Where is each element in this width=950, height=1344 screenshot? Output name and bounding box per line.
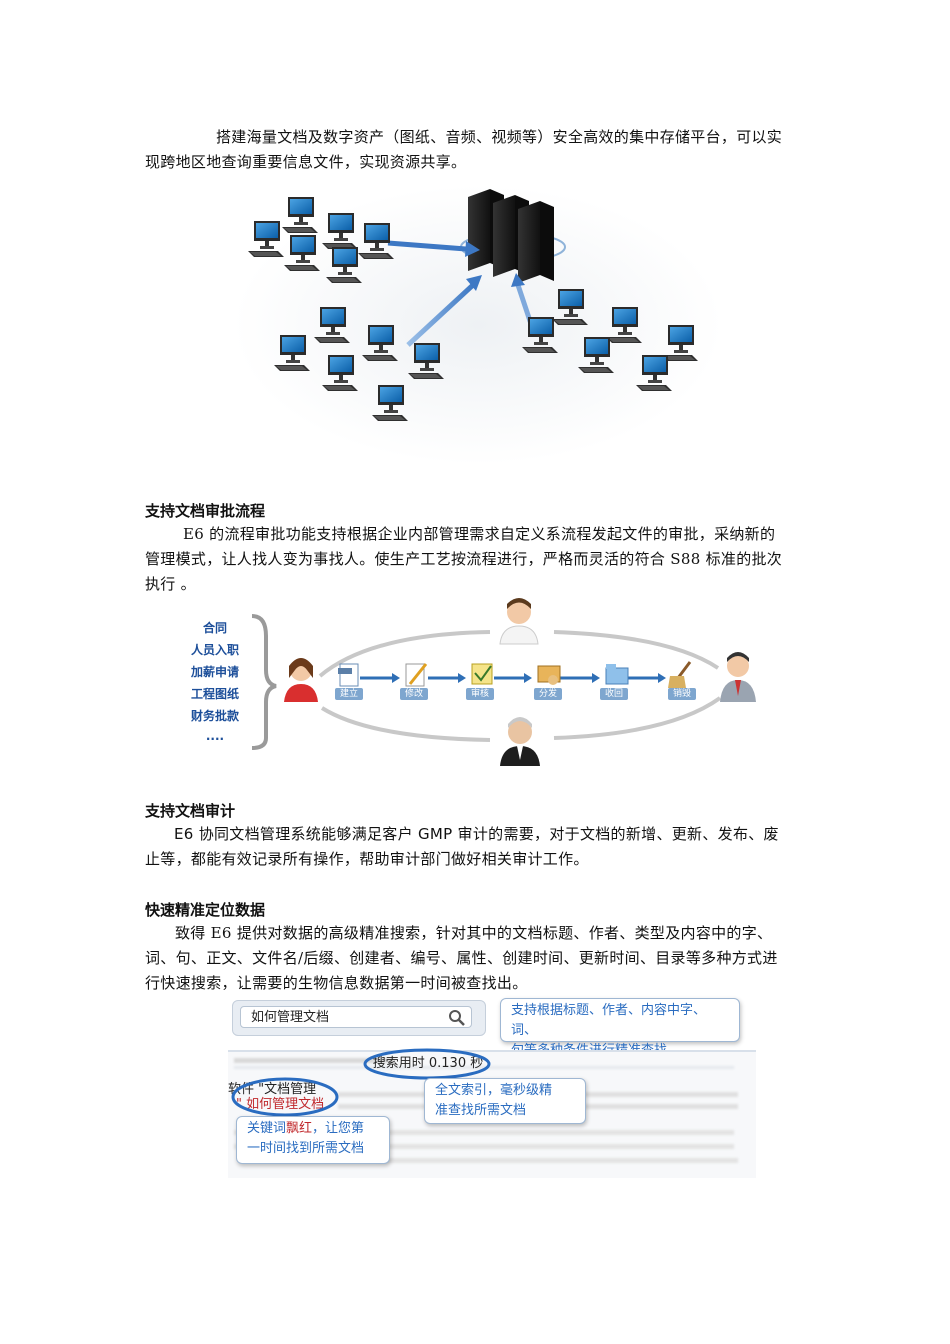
step-label-destroy: 销毁	[668, 688, 696, 700]
section-heading-search: 快速精准定位数据	[145, 901, 266, 919]
flow-arc-top	[318, 630, 491, 678]
reviewer-top-avatar-icon	[499, 598, 539, 645]
doc-type-label: 加薪申请	[190, 665, 239, 679]
step-label-distribute: 分发	[534, 688, 562, 700]
reviewer-bottom-avatar-icon	[500, 717, 540, 766]
initiator-avatar-icon	[284, 658, 318, 702]
keyword-highlight-oval	[231, 1077, 339, 1117]
intro-line-2: 现跨地区地查询重要信息文件，实现资源共享。	[145, 153, 467, 171]
search-line-2: 词、句、正文、文件名/后缀、创建者、编号、属性、创建时间、更新时间、目录等多种方…	[145, 949, 778, 967]
callout-keyword-red: 飘红	[286, 1121, 313, 1136]
arrow-to-server-left-top	[387, 240, 480, 257]
doc-type-label: 人员入职	[190, 643, 239, 657]
callout-keyword-text-a: 关键词	[247, 1121, 287, 1136]
search-input[interactable]: 如何管理文档	[240, 1006, 472, 1028]
step-label-recall: 收回	[600, 688, 628, 700]
callout-index-line-2: 准查找所需文档	[435, 1103, 527, 1118]
search-line-3: 行快速搜索，让需要的生物信息数据第一时间被查找出。	[145, 974, 528, 992]
approval-flow-diagram: 合同 人员入职 加薪申请 工程图纸 财务批款 ....	[170, 598, 770, 773]
callout-conditions-line-1: 支持根据标题、作者、内容中字、词、	[511, 1003, 707, 1038]
approval-line-3: 执行 。	[145, 575, 196, 593]
server-rack-icon	[468, 189, 554, 283]
search-line-1: 致得 E6 提供对数据的高级精准搜索，针对其中的文档标题、作者、类型及内容中的字…	[175, 924, 773, 942]
search-time-label: 搜索用时 0.130 秒	[372, 1056, 484, 1071]
approval-line-2: 管理模式，让人找人变为事找人。使生产工艺按流程进行，严格而灵活的符合 S88 标…	[145, 550, 783, 568]
step-label-edit: 修改	[400, 688, 428, 700]
step-label-create: 建立	[335, 688, 363, 700]
step-label-review: 审核	[466, 688, 494, 700]
result-title-line-2[interactable]: " 如何管理文档	[236, 1097, 325, 1112]
search-screenshot: 如何管理文档 支持根据标题、作者、内容中字、词、 句等多种条件进行精准查找 搜索…	[228, 998, 758, 1178]
step-edit-icon	[405, 663, 428, 687]
audit-line-1: E6 协同文档管理系统能够满足客户 GMP 审计的需要，对于文档的新增、更新、发…	[174, 825, 779, 843]
callout-index-line-1: 全文索引，毫秒级精	[435, 1083, 553, 1098]
result-title-line-1: 软件 "文档管理	[228, 1082, 317, 1097]
doc-type-label: ....	[205, 729, 225, 743]
step-create-icon	[338, 663, 359, 687]
curly-brace-icon	[251, 614, 277, 750]
audit-line-2: 止等，都能有效记录所有操作，帮助审计部门做好相关审计工作。	[145, 850, 589, 868]
intro-line-1: 搭建海量文档及数字资产（图纸、音频、视频等）安全高效的集中存储平台，可以实	[216, 128, 783, 146]
network-storage-illustration	[233, 185, 723, 465]
doc-type-label: 财务批款	[190, 709, 239, 723]
callout-keyword: 关键词飘红，让您第 一时间找到所需文档	[236, 1116, 390, 1164]
doc-type-label: 工程图纸	[190, 687, 239, 701]
callout-keyword-text-c: ，让您第	[312, 1121, 365, 1136]
callout-index: 全文索引，毫秒级精 准查找所需文档	[424, 1078, 586, 1124]
search-icon[interactable]	[448, 1009, 466, 1027]
arrow-to-server-left-bottom	[406, 275, 482, 347]
callout-keyword-line-2: 一时间找到所需文档	[247, 1141, 365, 1156]
section-heading-audit: 支持文档审计	[145, 802, 236, 820]
callout-conditions: 支持根据标题、作者、内容中字、词、 句等多种条件进行精准查找	[500, 998, 740, 1058]
step-destroy-icon	[668, 661, 692, 688]
time-highlight-oval	[363, 1048, 491, 1080]
flow-arc-bottom	[320, 706, 491, 742]
receiver-avatar-icon	[720, 652, 756, 702]
step-recall-icon	[605, 664, 629, 685]
step-distribute-icon	[537, 665, 561, 685]
approval-line-1: E6 的流程审批功能支持根据企业内部管理需求自定义系流程发起文件的审批，采纳新的	[183, 525, 776, 543]
doc-type-label: 合同	[202, 621, 227, 635]
step-review-icon	[471, 663, 493, 685]
section-heading-approval: 支持文档审批流程	[145, 502, 266, 520]
